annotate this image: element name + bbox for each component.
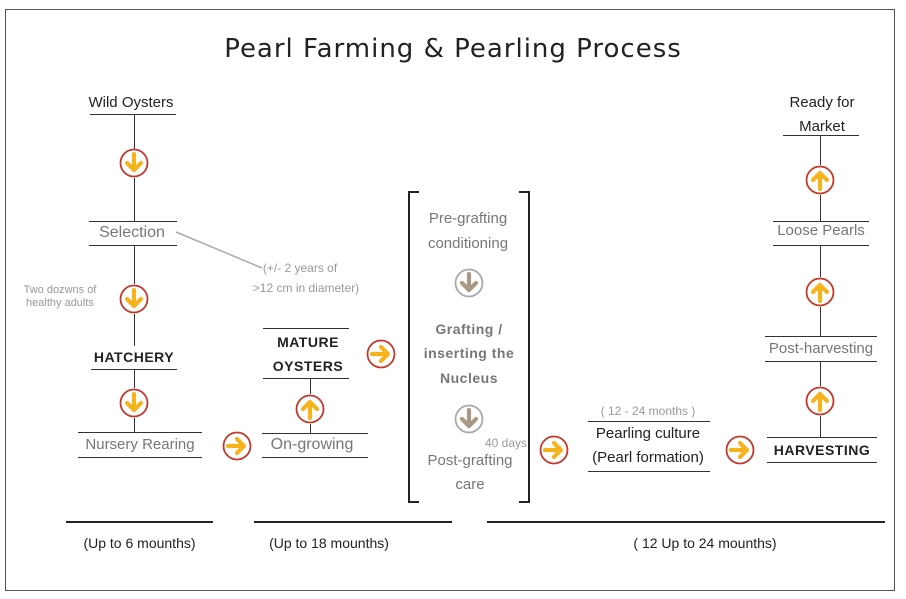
node-ready-line2: Market [799,118,845,135]
two-dozens-line2: healthy adults [26,297,94,309]
arrow-right-icon [366,339,396,369]
node-mature-line2: OYSTERS [272,358,344,374]
timeline-bar-2 [254,521,452,523]
timeline-bar-1 [66,521,213,523]
selection-note-line2: >12 cm in diameter) [252,281,360,295]
arrow-right-icon [725,435,755,465]
underline-on-growing [262,457,368,458]
connector [820,195,821,221]
overline-on-growing [262,433,368,434]
timeline-label-1: (Up to 6 mounths) [83,535,196,551]
connector [820,416,821,437]
node-post-grafting-line2: care [455,476,485,493]
connector [134,369,135,388]
underline-mature [263,378,349,379]
underline-wild-oysters [90,114,176,115]
connector [310,378,311,394]
node-loose-pearls: Loose Pearls [777,222,865,239]
connector [134,418,135,432]
node-wild-oysters: Wild Oysters [88,94,174,111]
node-grafting-line2: inserting the [423,345,515,361]
arrow-up-icon [295,394,325,424]
grafting-bracket [408,191,530,503]
connector [310,424,311,433]
underline-harvesting [767,462,877,463]
connector [134,246,135,284]
arrow-up-icon [805,277,835,307]
months-12-24-label: ( 12 - 24 months ) [600,404,696,418]
overline-pearling [588,421,710,422]
overline-loose-pearls [773,221,869,222]
connector [134,114,135,149]
connector [820,361,821,386]
arrow-right-icon [222,431,252,461]
node-post-grafting-line1: Post-grafting [427,452,513,469]
node-pre-grafting-line1: Pre-grafting [428,210,508,227]
connector [820,245,821,277]
timeline-label-2: (Up to 18 mounths) [269,535,389,551]
node-grafting-line1: Grafting / [435,321,503,337]
overline-selection [89,221,177,222]
underline-selection [89,245,177,246]
arrow-down-icon [119,284,149,314]
underline-pearling [588,471,710,472]
arrow-down-icon [119,148,149,178]
arrow-right-icon [539,435,569,465]
node-pearling-line1: Pearling culture [595,425,701,442]
overline-harvesting [767,437,877,438]
arrow-up-icon [805,165,835,195]
overline-post-harvesting [765,336,877,337]
arrow-up-icon [805,386,835,416]
timeline-label-3: ( 12 Up to 24 mounths) [633,535,777,551]
overline-mature [263,328,349,329]
underline-ready [783,135,859,136]
node-ready-line1: Ready for [789,94,855,111]
arrow-down-icon [119,388,149,418]
underline-loose-pearls [773,245,869,246]
two-dozens-line1: Two dozwns of [23,284,97,296]
connector [134,178,135,221]
connector [820,307,821,336]
node-harvesting: HARVESTING [773,442,871,458]
node-nursery-rearing: Nursery Rearing [85,436,195,453]
arrow-down-icon [454,268,484,298]
selection-note-line1: (+/- 2 years of [262,261,338,275]
underline-post-harvesting [765,361,877,362]
underline-nursery [78,457,202,458]
node-pre-grafting-line2: conditioning [427,235,509,252]
arrow-down-icon [454,404,484,434]
node-on-growing: On-growing [270,436,354,453]
node-selection: Selection [99,224,165,241]
forty-days-label: 40 days [484,436,528,450]
selection-leader-line [175,231,263,269]
diagram-frame [5,9,895,591]
node-grafting-line3: Nucleus [440,370,498,386]
node-pearling-line2: (Pearl formation) [592,449,704,466]
diagram-title: Pearl Farming & Pearling Process [224,34,682,64]
timeline-bar-3 [487,521,885,523]
node-post-harvesting: Post-harvesting [768,340,874,357]
node-hatchery: HATCHERY [93,349,175,365]
overline-nursery [78,432,202,433]
connector [134,314,135,346]
connector [820,135,821,165]
node-mature-line1: MATURE [277,334,339,350]
